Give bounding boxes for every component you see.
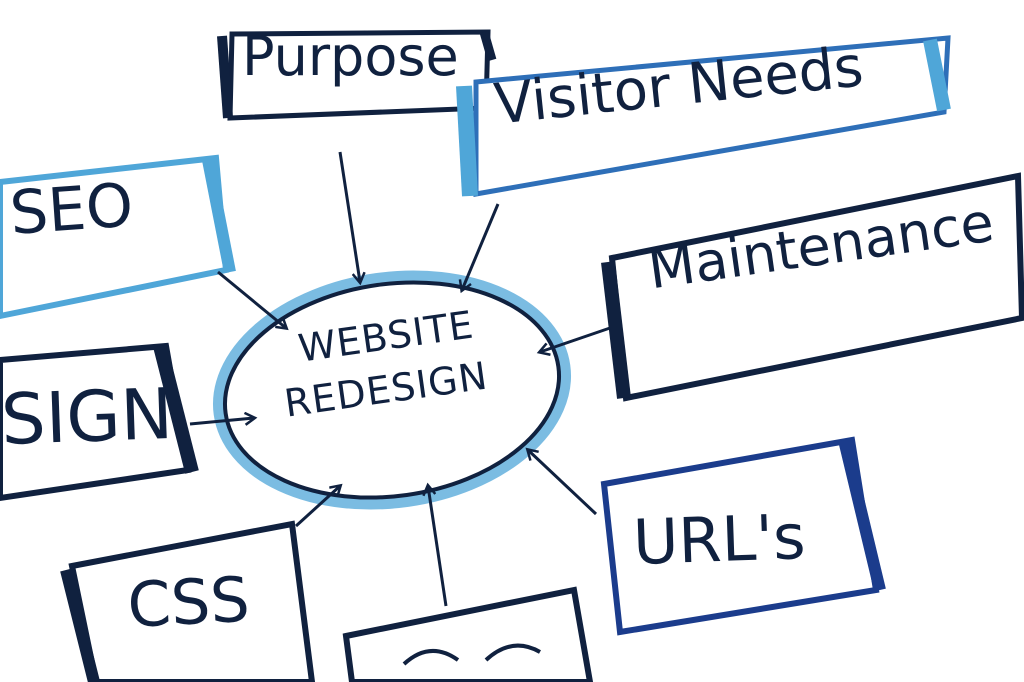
node-css-label: CSS bbox=[125, 562, 252, 642]
connector-arrows bbox=[189, 151, 611, 607]
node-urls-box bbox=[600, 436, 886, 636]
arrow-seo bbox=[217, 270, 286, 328]
node-maintenance-box bbox=[601, 172, 1024, 402]
arrow-visitor-needs bbox=[462, 203, 500, 290]
node-visitor-needs-box bbox=[456, 35, 951, 197]
arrow-bottom bbox=[428, 486, 448, 607]
arrow-maintenance bbox=[540, 326, 611, 352]
node-design-box bbox=[0, 342, 199, 502]
node-urls-label: URL's bbox=[631, 499, 807, 579]
arrow-design bbox=[189, 418, 254, 424]
node-seo-label: SEO bbox=[7, 170, 136, 249]
node-seo-box bbox=[0, 154, 236, 320]
node-purpose-label: Purpose bbox=[242, 25, 459, 88]
node-design-label: SIGN bbox=[0, 373, 175, 461]
center-node-ellipse bbox=[212, 270, 572, 510]
arrow-purpose bbox=[338, 151, 360, 282]
node-css-box bbox=[60, 520, 316, 682]
node-bottom-partial-box bbox=[342, 586, 594, 682]
arrow-urls bbox=[528, 450, 598, 516]
arrow-css bbox=[294, 486, 340, 528]
